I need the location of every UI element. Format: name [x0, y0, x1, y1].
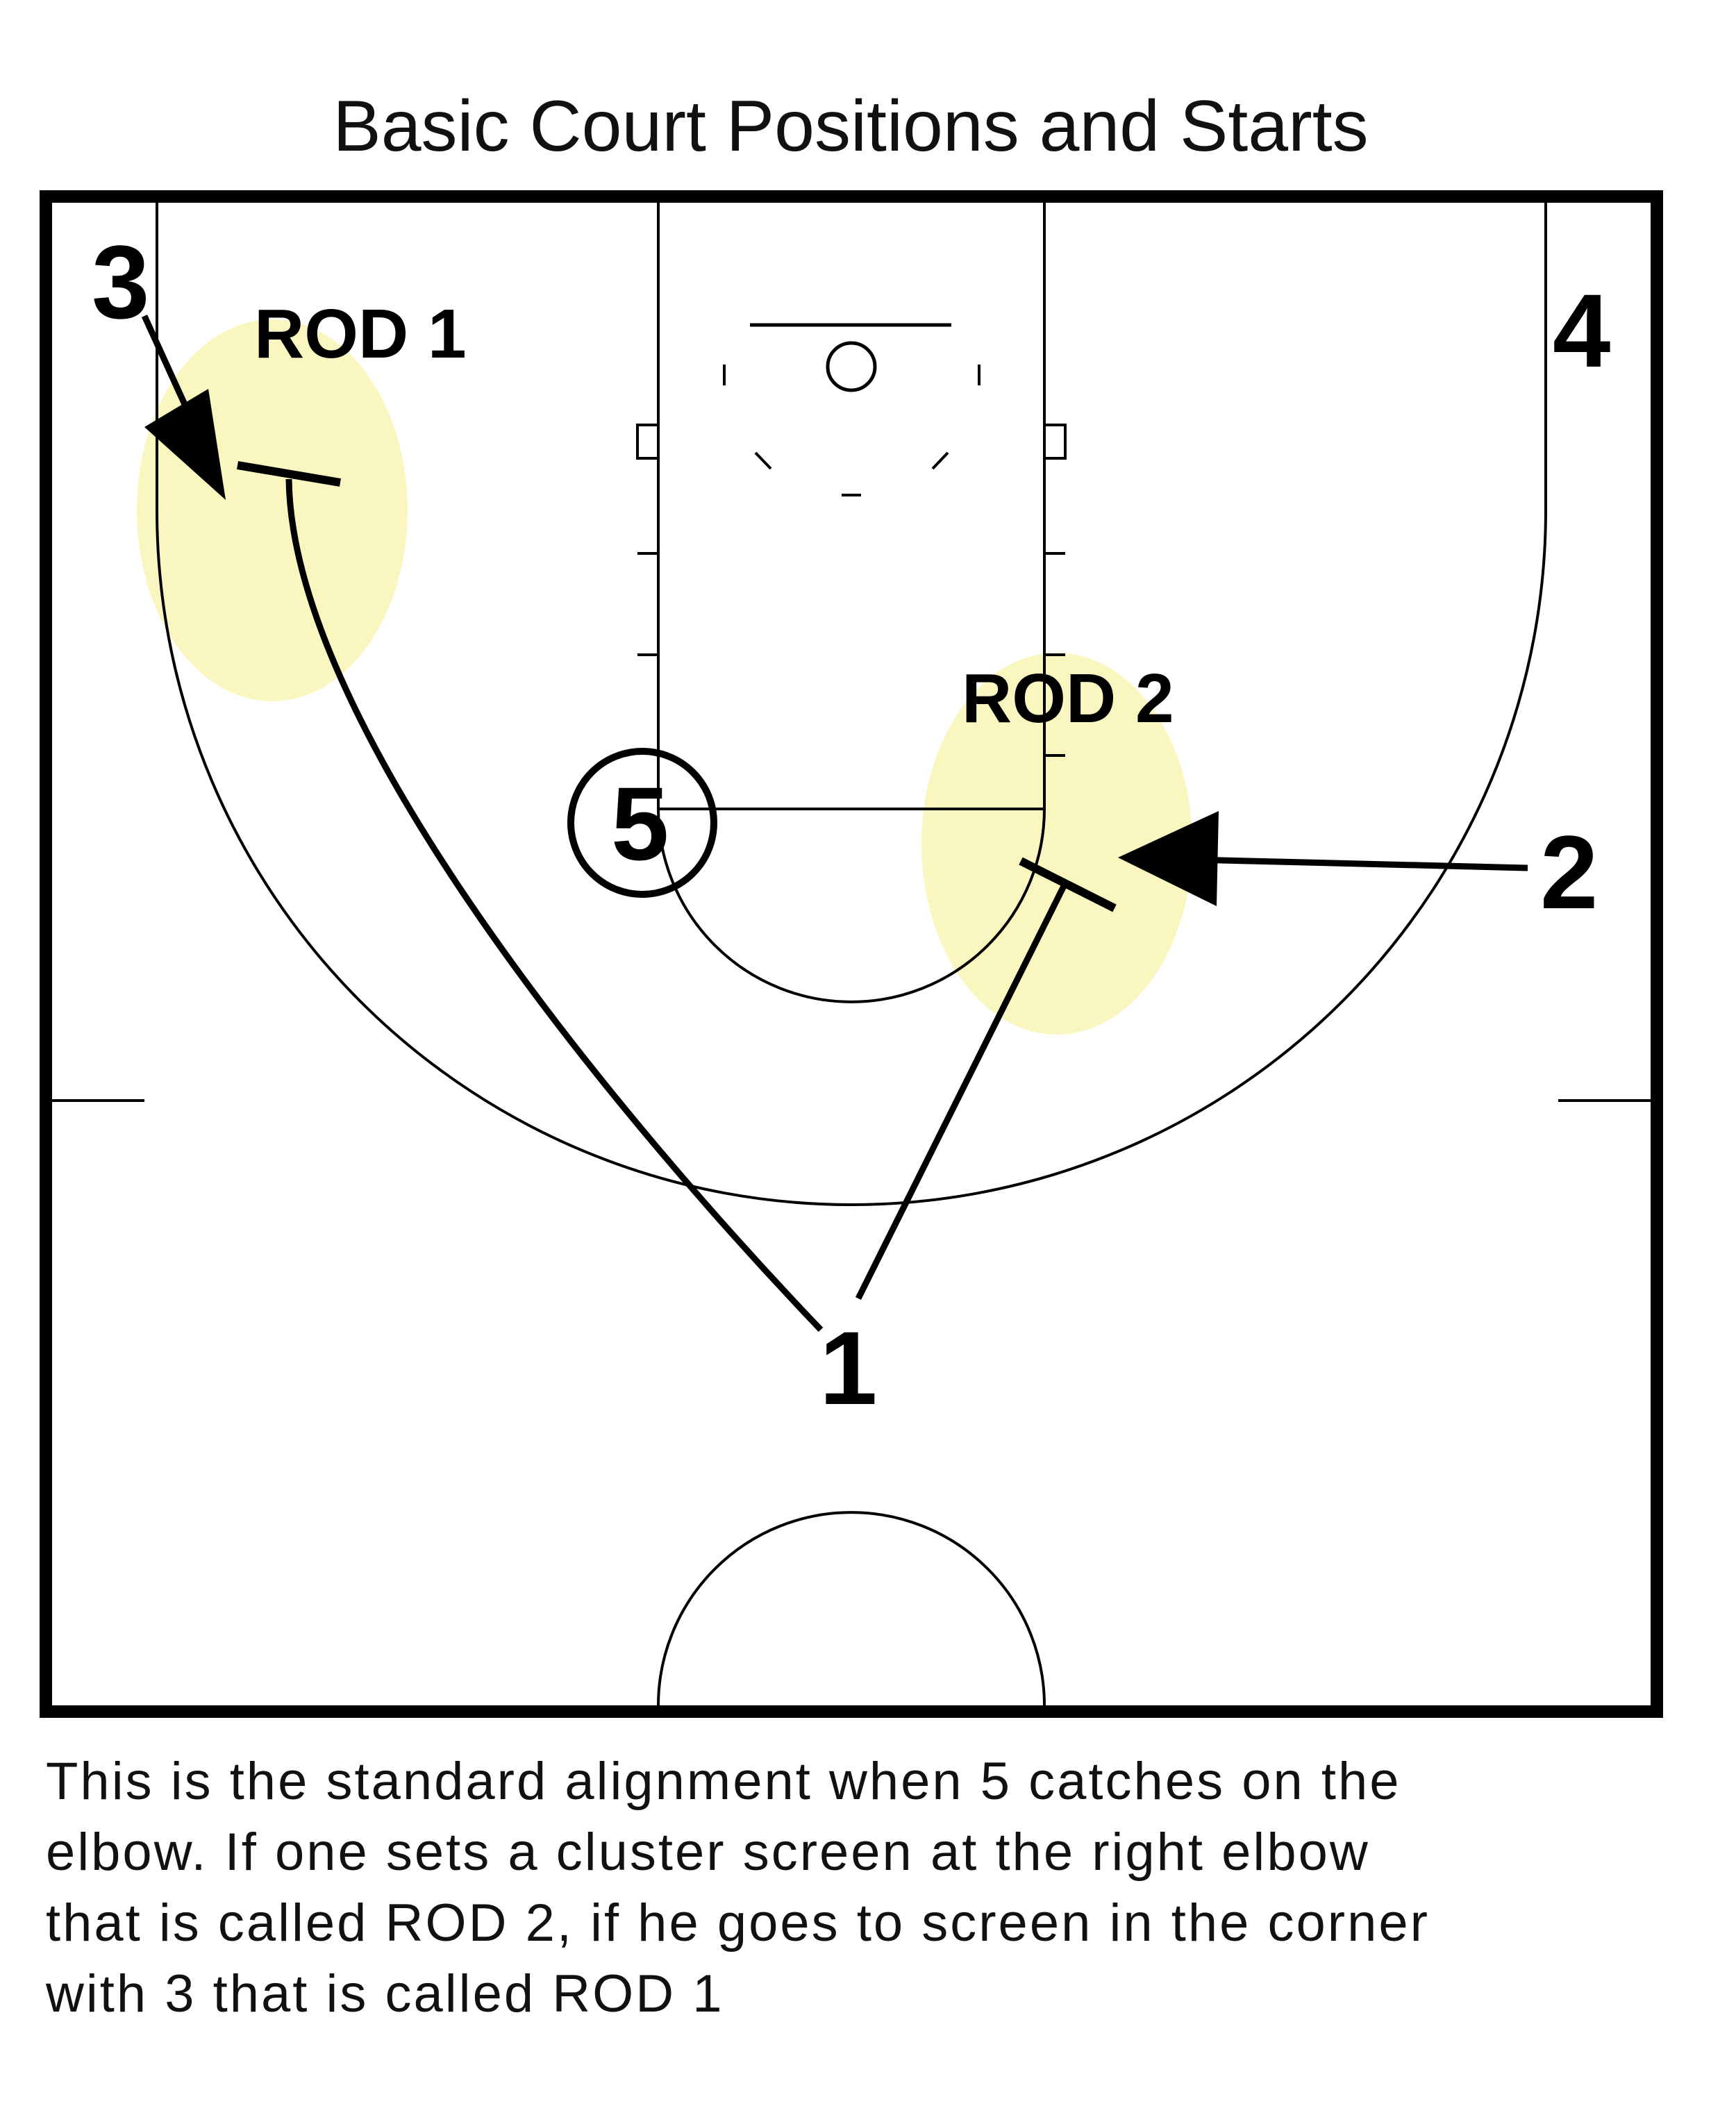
lane-block-right	[1043, 424, 1067, 460]
player-1-label: 1	[819, 1310, 877, 1426]
arrow-player2	[1166, 855, 1528, 871]
diagram-caption: This is the standard alignment when 5 ca…	[46, 1746, 1712, 2030]
screen-bar-rod1	[237, 461, 341, 487]
rim	[826, 341, 877, 392]
restricted-dash	[754, 451, 772, 470]
player-2-label: 2	[1540, 814, 1598, 930]
diagram-title: Basic Court Positions and Starts	[333, 86, 1369, 167]
cut-path-1-to-elbow	[855, 878, 1070, 1301]
player-4-label: 4	[1553, 272, 1610, 389]
lane-block-left	[636, 424, 660, 460]
caption-line-1: This is the standard alignment when 5 ca…	[46, 1752, 1401, 1811]
player-5-label: 5	[611, 765, 669, 882]
caption-line-2: elbow. If one sets a cluster screen at t…	[46, 1823, 1370, 1882]
player-3-label: 3	[92, 224, 149, 340]
rod1-highlight-zone	[137, 319, 408, 701]
cut-path-1-to-corner	[285, 478, 824, 1332]
free-throw-circle	[657, 808, 1046, 1003]
court-border	[40, 190, 1663, 1718]
arrowhead-player3	[144, 389, 226, 500]
center-circle	[657, 1511, 1046, 1706]
caption-line-3: that is called ROD 2, if he goes to scre…	[46, 1894, 1430, 1953]
rod1-label: ROD 1	[254, 295, 467, 373]
restricted-dash	[931, 451, 949, 470]
court-diagram: 3 4 2 1 5 ROD 1 ROD 2	[40, 190, 1663, 1718]
screen-bar-rod2	[1019, 857, 1117, 912]
arrowhead-player2	[1118, 811, 1219, 906]
three-point-arc	[156, 510, 1547, 1206]
player-5-circle	[567, 748, 717, 898]
rod2-highlight-zone	[921, 653, 1192, 1035]
rod2-label: ROD 2	[962, 660, 1174, 737]
caption-line-4: with 3 that is called ROD 1	[46, 1964, 724, 2023]
